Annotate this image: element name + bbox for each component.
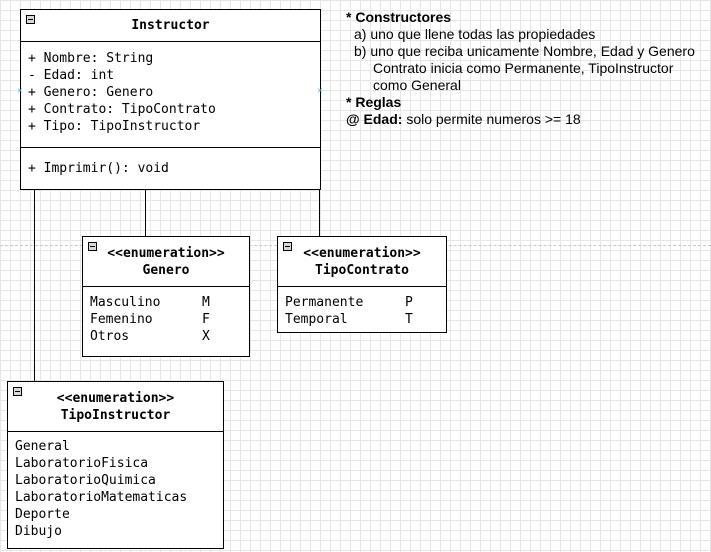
attribute-row[interactable]: + Tipo: TipoInstructor (28, 119, 201, 134)
enum-name: TipoInstructor (60, 408, 171, 423)
edad-rule-line: @ Edad: solo permite numeros >= 18 (346, 111, 708, 128)
literals-section: General LaboratorioFisica LaboratorioQui… (8, 432, 223, 544)
literal-name: Femenino (90, 312, 153, 327)
literal-value: T (405, 312, 413, 327)
enum-literal-row[interactable]: Masculino M (90, 294, 242, 311)
literal-value: F (202, 312, 210, 327)
class-name: Instructor (131, 18, 210, 33)
operations-section: + Imprimir(): void (21, 148, 320, 181)
constructores-heading: Constructores (355, 9, 452, 25)
stereotype-label: <<enumeration>> (56, 391, 175, 406)
notes-text[interactable]: * Constructores a) uno que llene todas l… (346, 9, 708, 128)
enum-tipocontrato[interactable]: <<enumeration>> TipoContrato Permanente … (277, 236, 447, 333)
class-instructor[interactable]: Instructor + Nombre: String - Edad: int … (17, 9, 323, 190)
enum-literal-row[interactable]: Deporte (15, 507, 70, 522)
literal-value: M (202, 295, 210, 310)
enum-literal-row[interactable]: LaboratorioQuimica (15, 473, 156, 488)
literal-value: P (405, 295, 413, 310)
connection-point-icon[interactable]: ✕ (317, 87, 323, 95)
constructor-a-line: a) uno que llene todas las propiedades (354, 26, 596, 42)
literal-name: Permanente (285, 295, 364, 310)
enum-genero[interactable]: <<enumeration>> Genero Masculino M Femen… (82, 236, 250, 357)
constructor-b-line2: Contrato inicia como Permanente, TipoIns… (373, 60, 674, 76)
enum-literal-row[interactable]: Otros X (90, 328, 242, 345)
attributes-section: + Nombre: String - Edad: int + Genero: G… (21, 42, 320, 148)
enum-literal-row[interactable]: Temporal T (285, 311, 439, 328)
constructor-b-line: b) uno que reciba unicamente Nombre, Eda… (354, 43, 695, 59)
literals-section: Masculino M Femenino F Otros X (83, 287, 249, 349)
stereotype-label: <<enumeration>> (303, 246, 421, 261)
literal-name: Masculino (90, 295, 161, 310)
bullet-marker: * (346, 9, 356, 25)
enum-tipoinstructor-header: <<enumeration>> TipoInstructor (8, 382, 223, 432)
enum-name: TipoContrato (315, 263, 409, 278)
reglas-heading: Reglas (355, 94, 402, 110)
reglas-heading-line: * Reglas (346, 94, 708, 111)
enum-literal-row[interactable]: Dibujo (15, 524, 62, 539)
enum-literal-row[interactable]: LaboratorioFisica (15, 456, 149, 471)
connector-instructor-tipocontrato (319, 189, 320, 236)
enum-genero-header: <<enumeration>> Genero (83, 237, 249, 287)
collapse-toggle-icon[interactable] (26, 15, 35, 24)
enum-literal-row[interactable]: Femenino F (90, 311, 242, 328)
enum-literal-row[interactable]: General (15, 439, 70, 454)
enum-literal-row[interactable]: LaboratorioMatematicas (15, 490, 188, 505)
edad-rule-label: @ Edad: (346, 111, 403, 127)
bullet-marker: * (346, 94, 356, 110)
collapse-toggle-icon[interactable] (88, 242, 97, 251)
enum-literal-row[interactable]: Permanente P (285, 294, 439, 311)
enum-tipocontrato-header: <<enumeration>> TipoContrato (278, 237, 446, 287)
collapse-toggle-icon[interactable] (283, 242, 292, 251)
edad-rule-text: solo permite numeros >= 18 (402, 111, 581, 127)
collapse-toggle-icon[interactable] (13, 387, 22, 396)
constructores-heading-line: * Constructores (346, 9, 708, 26)
stereotype-label: <<enumeration>> (107, 246, 225, 261)
connection-point-icon[interactable]: ✕ (17, 87, 23, 95)
enum-tipoinstructor[interactable]: <<enumeration>> TipoInstructor General L… (7, 381, 224, 549)
connector-instructor-genero (145, 189, 146, 236)
class-instructor-header: Instructor (21, 10, 320, 42)
literal-value: X (202, 329, 210, 344)
attribute-row[interactable]: + Nombre: String (28, 51, 154, 66)
literal-name: Otros (90, 329, 130, 344)
constructor-b-line3: como General (373, 77, 461, 93)
operation-row[interactable]: + Imprimir(): void (28, 161, 169, 176)
attribute-row[interactable]: + Contrato: TipoContrato (28, 102, 216, 117)
attribute-row[interactable]: - Edad: int (28, 68, 115, 83)
enum-name: Genero (142, 263, 190, 278)
literal-name: Temporal (285, 312, 348, 327)
attribute-row[interactable]: + Genero: Genero (28, 85, 154, 100)
literals-section: Permanente P Temporal T (278, 287, 446, 332)
connector-instructor-tipoinstructor (34, 189, 35, 381)
